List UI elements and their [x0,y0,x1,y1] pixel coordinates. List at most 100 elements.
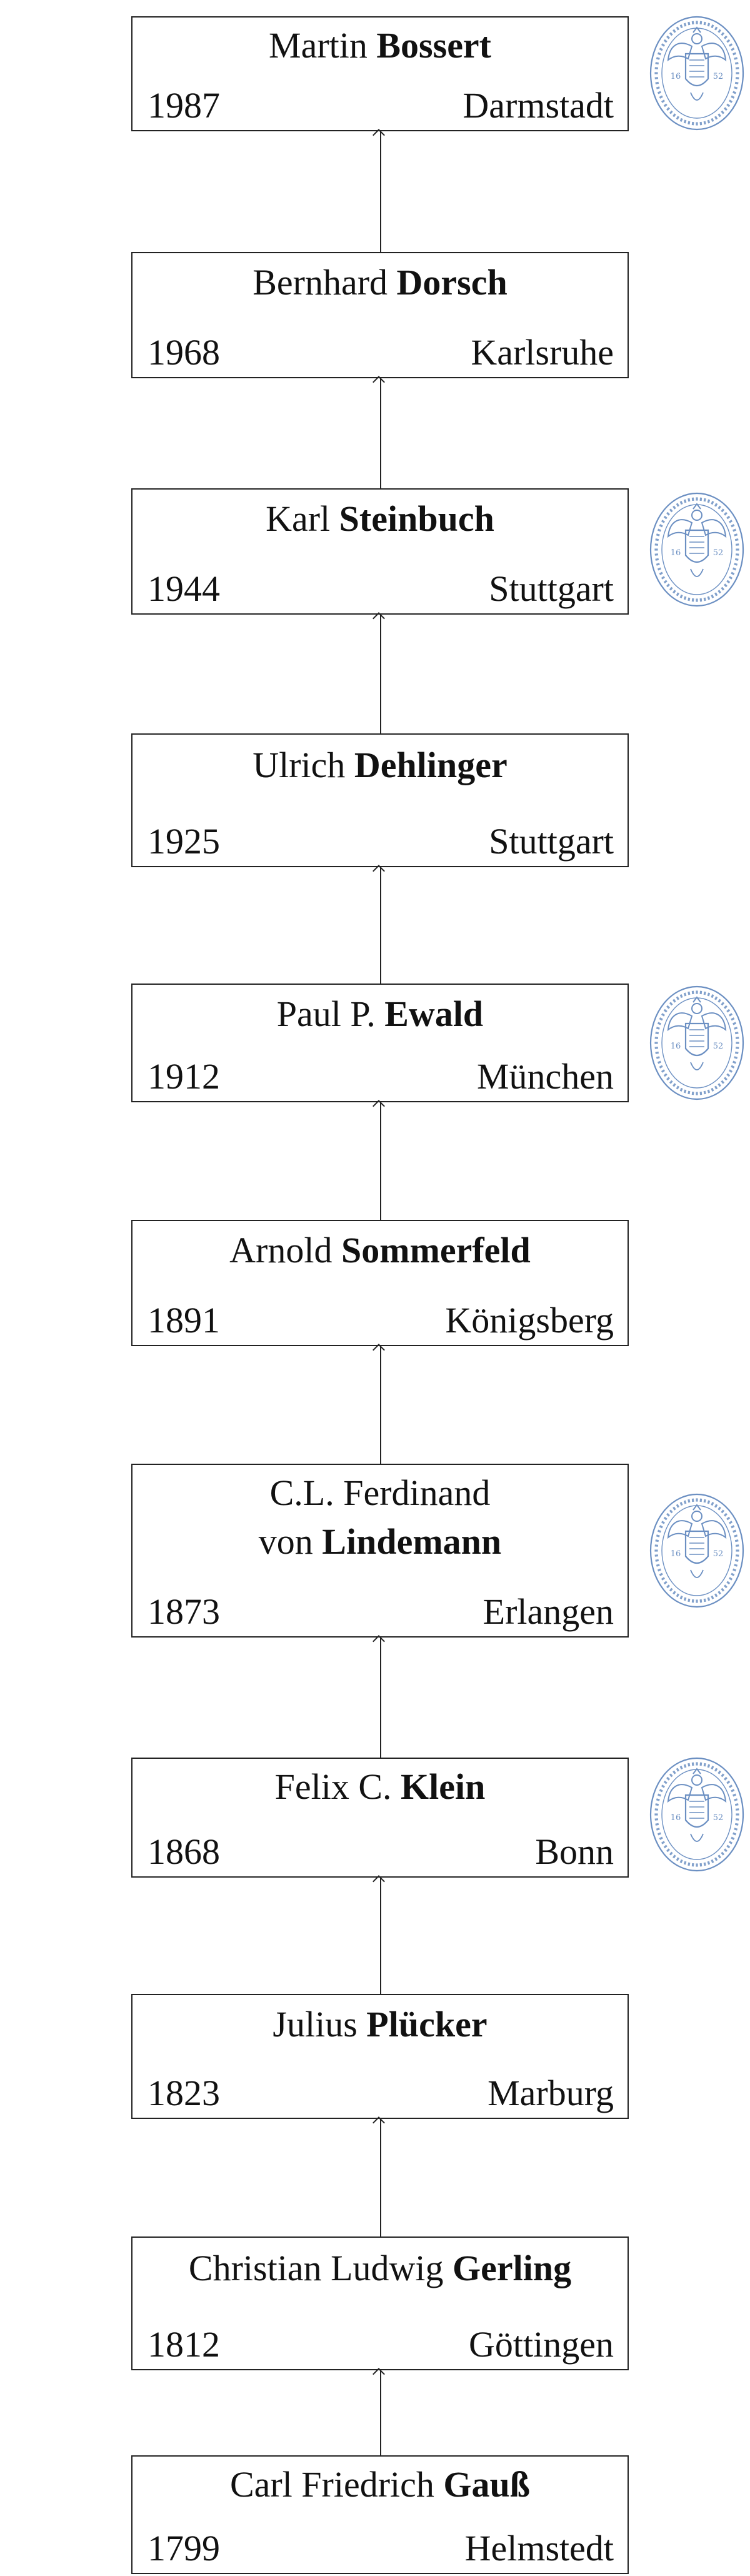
seal-lettering-mark [718,113,721,118]
seal-lettering-mark [669,586,673,591]
seal-lettering-mark [676,1857,679,1861]
seal-lettering-mark [736,548,739,551]
seal-lettering-mark [721,110,725,114]
given-name: Ulrich [252,745,346,785]
seal-lettering-mark [711,1087,714,1092]
seal-lettering-mark [683,499,687,503]
seal-lettering-mark [683,1861,687,1865]
seal-lettering-mark [672,1591,676,1595]
seal-lettering-mark [707,1764,711,1768]
person-name: Carl Friedrich Gauß [132,2457,628,2509]
seal-lettering-mark [669,1509,673,1514]
degree-year: 1925 [148,821,220,862]
seal-lettering-mark [666,1512,671,1517]
seal-lettering-mark [735,543,739,546]
degree-row: 1912 München [148,1055,614,1099]
seal-lettering-mark [721,508,725,513]
seal-lettering-mark [656,1564,660,1567]
seal-lettering-mark [699,1863,702,1867]
seal-eagle-head [691,510,702,521]
supervision-arrow [380,1638,381,1758]
seal-year-left: 16 [671,548,681,558]
person-node-gauss: Carl Friedrich Gauß 1799 Helmstedt [131,2455,629,2574]
seal-lettering-mark [656,1534,660,1537]
seal-right-wing [701,1012,727,1032]
seal-lettering-mark [661,43,666,47]
seal-lettering-mark [735,1818,739,1821]
person-node-ewald: Paul P. Ewald 1912 München [131,984,629,1102]
seal-lettering-mark [656,1798,660,1801]
seal-lettering-mark [656,57,660,60]
degree-row: 1987 Darmstadt [148,84,614,128]
seal-lettering-mark [655,1051,659,1054]
degree-place: Karlsruhe [471,332,614,373]
seal-lettering-mark [728,1069,733,1073]
degree-place: Helmstedt [464,2528,614,2568]
seal-lettering-mark [688,1090,691,1095]
seal-lettering-mark [688,1763,691,1767]
seal-lettering-mark [669,1587,673,1592]
seal-lettering-mark [699,1498,702,1502]
seal-lettering-mark [736,1549,739,1552]
seal-lettering-mark [721,1509,725,1514]
seal-lettering-mark [728,576,733,580]
supervision-arrow [380,867,381,984]
person-name: Martin Bossert [132,18,628,70]
seal-lettering-mark [654,1047,659,1049]
seal-lettering-mark [676,996,679,1000]
seal-lettering-mark [726,1009,731,1013]
degree-year: 1868 [148,1831,220,1872]
seal-year-left: 16 [671,1813,681,1823]
seal-lettering-mark [676,503,679,507]
seal-lettering-mark [726,1516,731,1521]
seal-lettering-mark [691,598,694,602]
seal-lettering-mark [688,597,691,601]
seal-lettering-mark [654,77,659,79]
person-node-dorsch: Bernhard Dorsch 1968 Karlsruhe [131,252,629,378]
seal-shield [684,1530,709,1564]
seal-lettering-mark [703,1862,706,1866]
seal-lettering-mark [707,1861,711,1865]
person-node-steinbuch: Karl Steinbuch 1944 Stuttgart [131,488,629,615]
seal-lettering-mark [661,1784,666,1788]
seal-lettering-mark [683,23,687,27]
seal-lettering-mark [676,1768,679,1772]
seal-lettering-mark [683,1764,687,1768]
seal-lettering-mark [655,1032,659,1035]
person-name: Julius Plücker [132,1995,628,2049]
seal-lettering-mark [654,1808,659,1811]
degree-row: 1799 Helmstedt [148,2527,614,2570]
seal-crown [692,1768,701,1774]
seal-lettering-mark [703,991,706,995]
seal-lettering-mark [679,501,683,505]
surname: Gerling [452,2248,572,2288]
degree-place: Königsberg [445,1300,614,1341]
seal-lettering-mark [657,1060,661,1064]
seal-lettering-mark [732,1022,737,1025]
seal-lettering-mark [699,497,702,501]
seal-lettering-mark [714,592,718,596]
seal-lettering-mark [711,501,714,505]
seal-lettering-mark [696,1599,698,1603]
seal-lettering-mark [734,1534,738,1537]
seal-right-wing [701,519,727,538]
seal-lettering-mark [679,1766,683,1770]
seal-lettering-mark [714,996,718,1000]
person-name: Paul P. Ewald [132,985,628,1039]
seal-lettering-mark [663,1516,668,1521]
seal-lettering-mark [703,1499,706,1503]
seal-lettering-mark [718,1854,721,1859]
seal-lettering-mark [703,121,706,125]
seal-lettering-mark [721,1080,725,1084]
seal-lettering-mark [654,1813,658,1816]
seal-lettering-mark [683,1089,687,1094]
seal-lettering-mark [734,57,738,60]
seal-lettering-mark [728,1841,733,1844]
degree-row: 1891 Königsberg [148,1299,614,1342]
seal-lettering-mark [666,107,671,111]
seal-lettering-mark [714,1504,718,1508]
seal-lettering-mark [723,1005,728,1009]
seal-lettering-mark [688,991,691,995]
seal-lettering-mark [657,1568,661,1572]
seal-lettering-mark [731,95,735,99]
